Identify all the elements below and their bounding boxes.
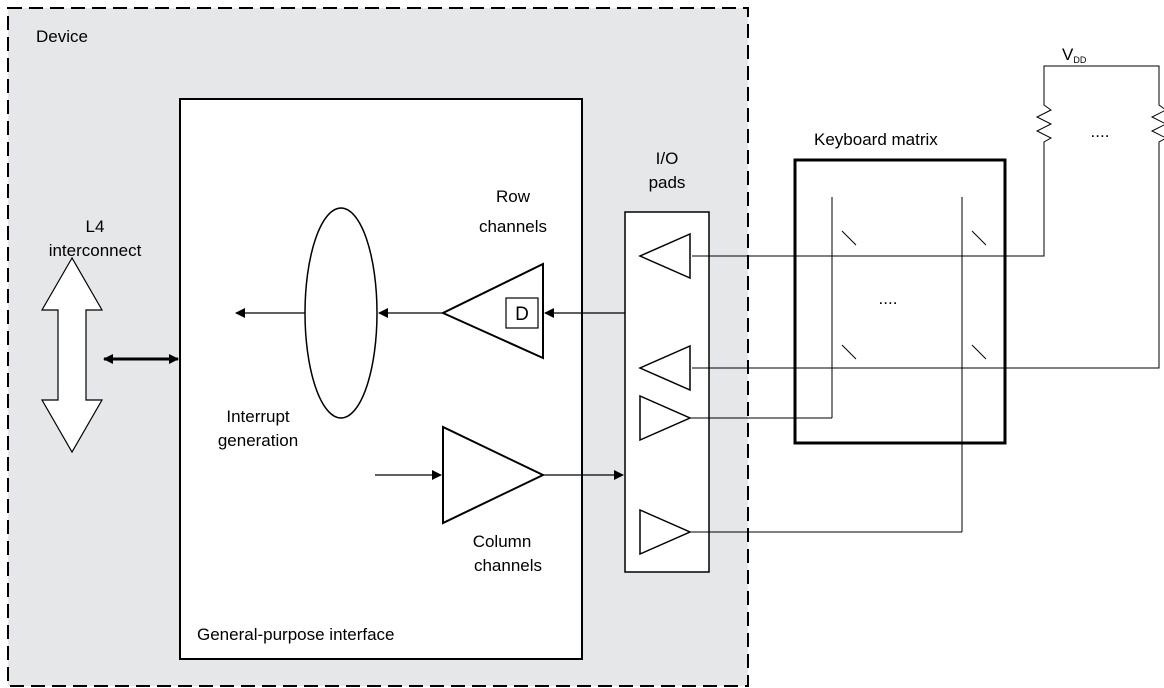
vdd-label: VDD bbox=[1062, 45, 1087, 65]
debounce-box bbox=[505, 297, 539, 329]
vdd-rail bbox=[1043, 65, 1160, 97]
row-channels-line1: Row bbox=[496, 187, 531, 206]
matrix-ellipsis: .... bbox=[879, 289, 898, 308]
io-pads-line1: I/O bbox=[656, 149, 679, 168]
debounce-label: D bbox=[515, 304, 529, 325]
interrupt-generation-ellipse bbox=[304, 207, 378, 419]
row-2-wire bbox=[692, 147, 1160, 369]
row-channel-buffer bbox=[440, 262, 544, 360]
vdd-subscript: DD bbox=[1073, 55, 1086, 65]
io-pad-column-2 bbox=[639, 508, 692, 556]
matrix-key-switch bbox=[841, 344, 857, 360]
io-pad-column-1 bbox=[639, 394, 692, 442]
l4-interconnect-arrow bbox=[40, 256, 104, 454]
column-channels-line2: channels bbox=[474, 556, 542, 575]
gpi-label: General-purpose interface bbox=[197, 625, 395, 644]
general-purpose-interface-block bbox=[179, 98, 583, 660]
pull-up-resistor-2 bbox=[1150, 97, 1164, 147]
l4-label-line2: interconnect bbox=[49, 241, 142, 260]
io-pad-row-1 bbox=[638, 232, 691, 280]
row-channels-line2: channels bbox=[479, 217, 547, 236]
l4-label-line1: L4 bbox=[86, 217, 105, 236]
interrupt-label-line1: Interrupt bbox=[226, 407, 290, 426]
matrix-key-switch bbox=[971, 344, 987, 360]
matrix-key-switch bbox=[841, 230, 857, 246]
io-pads-block bbox=[624, 211, 710, 573]
matrix-key-switch bbox=[971, 230, 987, 246]
pull-up-resistor-1 bbox=[1035, 97, 1053, 147]
keyboard-matrix-block bbox=[793, 158, 1007, 445]
device-label: Device bbox=[36, 27, 88, 46]
io-pads-line2: pads bbox=[649, 173, 686, 192]
resistor-ellipsis: .... bbox=[1091, 122, 1110, 141]
row-1-wire bbox=[692, 147, 1045, 257]
io-pad-row-2 bbox=[638, 344, 691, 392]
column-channels-line1: Column bbox=[473, 532, 532, 551]
interrupt-label-line2: generation bbox=[218, 431, 298, 450]
column-channel-buffer bbox=[442, 425, 546, 525]
keyboard-matrix-label: Keyboard matrix bbox=[814, 130, 938, 149]
